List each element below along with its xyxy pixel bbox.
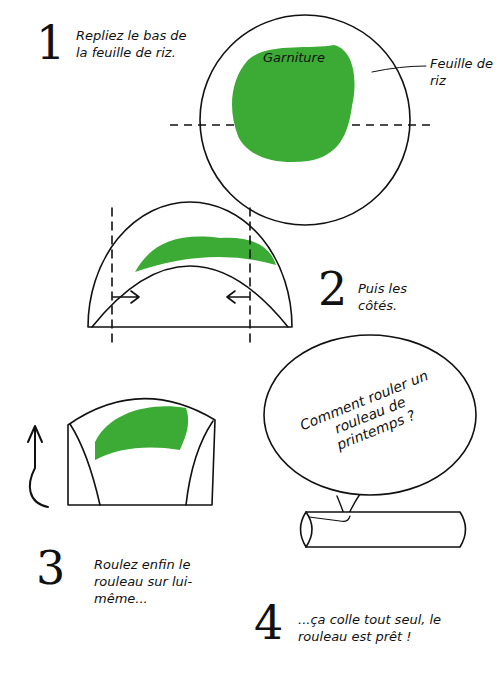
roll-flap [309,516,350,521]
step-number: 1 [36,20,76,66]
step-number: 2 [318,266,358,312]
fold-line [112,208,250,348]
node-text: Garniture [238,50,350,65]
instruction: ...ça colle tout seul, le rouleau est pr… [298,612,494,646]
fold-arrow [227,291,249,303]
folded-sheet [68,399,215,505]
folded-sheet [88,202,292,327]
part-label: Feuille de riz [430,56,496,90]
instruction: Repliez le bas de la feuille de riz. [76,28,196,62]
spring-roll [301,512,466,547]
fold-edge [92,266,288,327]
filling [95,406,188,460]
fold-edge [70,421,213,505]
step-number: 3 [36,545,76,591]
filling-blob: Garniture [228,40,360,166]
speech-bubble: Comment rouler un rouleau de printemps ? [262,333,478,497]
filling-shape [232,45,355,162]
leader-line [372,66,426,72]
bubble-outline [264,335,476,495]
step-number: 4 [254,600,294,646]
instruction: Roulez enfin le rouleau sur lui-même... [94,557,214,608]
fold-arrow [113,291,139,303]
filling [135,237,276,272]
instruction: Puis les côtés. [358,281,438,315]
rice-sheet [200,15,410,225]
roll-arrow [28,426,48,507]
